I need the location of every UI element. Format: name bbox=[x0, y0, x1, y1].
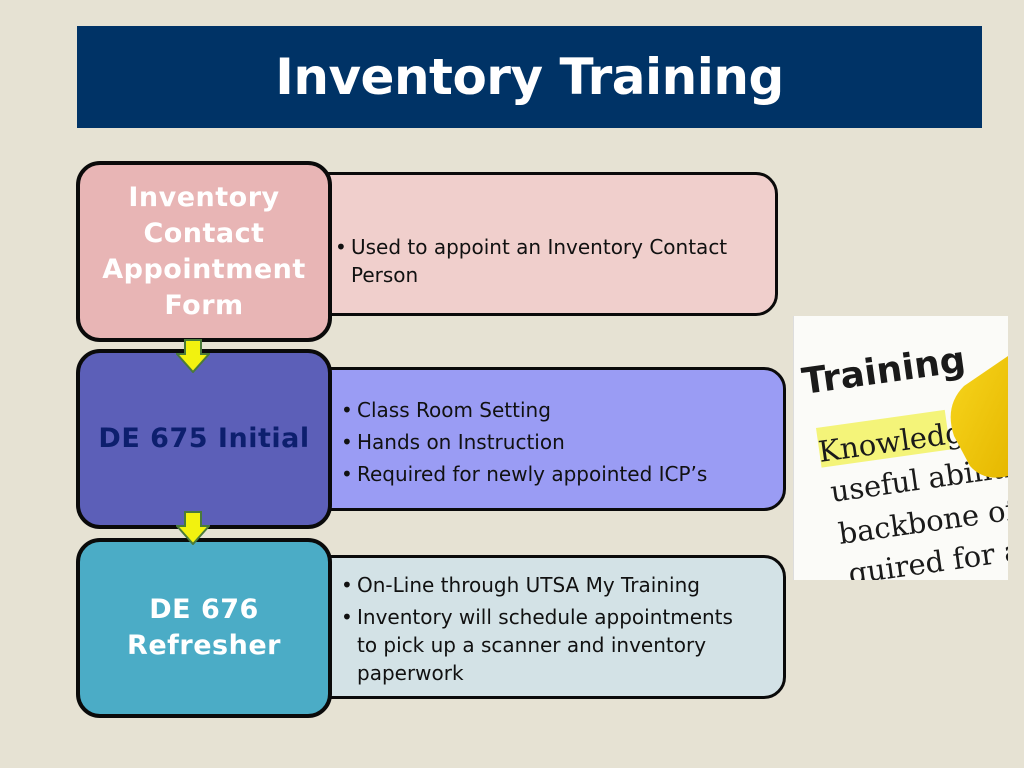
detail-list: Used to appoint an Inventory Contact Per… bbox=[333, 233, 755, 289]
detail-list: On-Line through UTSA My Training Invento… bbox=[339, 571, 763, 687]
down-arrow-icon bbox=[176, 339, 210, 373]
list-item: Inventory will schedule appointments to … bbox=[339, 603, 763, 687]
down-arrow-icon bbox=[176, 511, 210, 545]
highlighter-icon bbox=[950, 356, 1008, 478]
step-box-refresher: DE 676 Refresher bbox=[76, 538, 332, 718]
step-box-initial: DE 675 Initial bbox=[76, 349, 332, 529]
list-item: Used to appoint an Inventory Contact Per… bbox=[333, 233, 755, 289]
slide-title: Inventory Training bbox=[275, 48, 784, 106]
list-item: On-Line through UTSA My Training bbox=[339, 571, 763, 599]
step-label: DE 676 Refresher bbox=[127, 594, 281, 661]
detail-box-contact-form: Used to appoint an Inventory Contact Per… bbox=[300, 172, 778, 316]
detail-box-initial: Class Room Setting Hands on Instruction … bbox=[300, 367, 786, 511]
detail-box-refresher: On-Line through UTSA My Training Invento… bbox=[300, 555, 786, 699]
step-box-contact-form: Inventory Contact Appointment Form bbox=[76, 161, 332, 342]
list-item: Hands on Instruction bbox=[339, 428, 763, 456]
training-word-image: Training Knowledge useful abilities. bac… bbox=[794, 316, 1008, 580]
list-item: Class Room Setting bbox=[339, 396, 763, 424]
list-item: Required for newly appointed ICP’s bbox=[339, 460, 763, 488]
training-photo: Training Knowledge useful abilities. bac… bbox=[793, 316, 1008, 580]
step-label: Inventory Contact Appointment Form bbox=[102, 181, 306, 321]
step-label: DE 675 Initial bbox=[98, 423, 310, 454]
title-banner: Inventory Training bbox=[77, 26, 982, 128]
detail-list: Class Room Setting Hands on Instruction … bbox=[339, 396, 763, 488]
